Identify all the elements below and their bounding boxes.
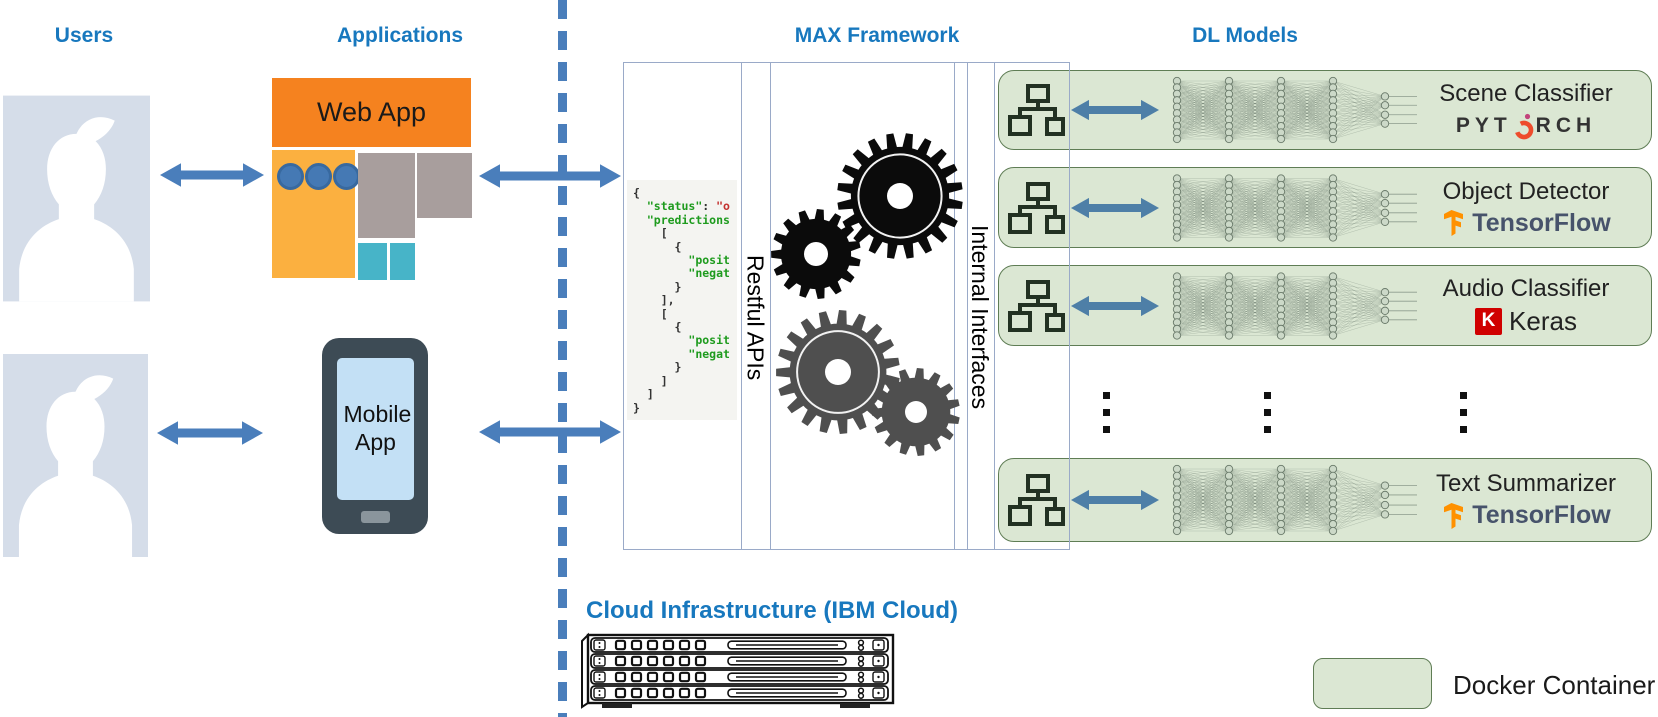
tensorflow-icon <box>1441 209 1465 237</box>
framework-divider <box>994 63 995 549</box>
tensorflow-logo: TensorFlow <box>1441 208 1611 238</box>
code-line: [ <box>633 226 668 241</box>
keras-text: Keras <box>1509 305 1577 336</box>
separator-dashed-line <box>558 0 567 717</box>
max-framework-box <box>623 62 1070 550</box>
gears-icon <box>771 133 963 456</box>
framework-divider <box>967 63 968 549</box>
neural-network-icon <box>1161 464 1421 536</box>
pytorch-text-right: RCH <box>1535 113 1597 137</box>
column-header-dl-models: DL Models <box>1192 24 1298 47</box>
double-arrow-icon <box>479 164 621 188</box>
keras-icon: K <box>1475 307 1503 335</box>
code-line: "posit <box>688 253 730 268</box>
tensorflow-icon <box>1441 502 1465 530</box>
code-line: } <box>633 400 640 415</box>
web-app-panel <box>417 153 472 218</box>
user-avatar-icon <box>3 95 150 307</box>
tensorflow-logo: TensorFlow <box>1441 501 1611 530</box>
code-line: { <box>633 186 640 200</box>
pytorch-logo: PYT RCH <box>1456 111 1596 141</box>
web-app-header: Web App <box>272 78 471 147</box>
web-app-tile <box>390 243 415 280</box>
double-arrow-icon <box>1071 295 1159 316</box>
docker-legend-swatch <box>1313 658 1432 709</box>
double-arrow-icon <box>1071 99 1159 121</box>
docker-legend-label: Docker Container <box>1453 670 1656 700</box>
vertical-ellipsis <box>1460 392 1467 433</box>
neural-network-icon <box>1161 76 1421 144</box>
sitemap-network-icon <box>1007 279 1067 332</box>
code-line: ] <box>633 387 654 402</box>
web-app-dot <box>305 163 332 190</box>
code-line: } <box>633 360 682 375</box>
mobile-app-label: Mobile App <box>343 401 412 455</box>
code-line: } <box>633 279 682 294</box>
vertical-ellipsis <box>1264 392 1271 433</box>
pytorch-text-left: PYT <box>1455 113 1512 137</box>
restful-apis-label: Restful APIs <box>742 254 769 381</box>
web-app-dot <box>277 163 304 190</box>
web-app-tile <box>358 243 387 280</box>
column-header-max-framework: MAX Framework <box>794 24 960 47</box>
code-line: ] <box>633 373 668 388</box>
pytorch-flame-icon <box>1514 111 1534 141</box>
column-header-applications: Applications <box>336 24 464 47</box>
tensorflow-text: TensorFlow <box>1472 501 1611 529</box>
double-arrow-icon <box>479 420 621 444</box>
code-line: "posit <box>688 333 730 348</box>
framework-divider <box>770 63 771 549</box>
sitemap-network-icon <box>1007 474 1067 526</box>
framework-divider <box>741 63 742 549</box>
user-avatar-icon <box>3 350 148 566</box>
column-header-users: Users <box>54 24 114 47</box>
model-name: Scene Classifier <box>1439 79 1613 107</box>
web-app-panel <box>358 153 415 238</box>
model-name: Object Detector <box>1442 177 1610 205</box>
internal-interfaces-label: Internal Interfaces <box>967 225 993 410</box>
code-line: ], <box>633 293 675 308</box>
neural-network-icon <box>1161 173 1421 242</box>
model-name: Audio Classifier <box>1442 274 1610 302</box>
framework-divider <box>954 63 955 549</box>
model-name: Text Summarizer <box>1435 470 1617 497</box>
phone-screen: Mobile App <box>337 358 414 500</box>
code-line: "predictions <box>646 212 730 227</box>
tensorflow-text: TensorFlow <box>1472 208 1611 237</box>
code-line: "negat <box>688 266 730 281</box>
vertical-ellipsis <box>1103 392 1110 433</box>
server-rack-icon <box>581 632 895 709</box>
double-arrow-icon <box>157 421 263 445</box>
cloud-infrastructure-title: Cloud Infrastructure (IBM Cloud) <box>586 597 958 624</box>
code-line: { <box>633 320 682 335</box>
code-line: "status": "o <box>646 199 730 214</box>
neural-network-icon <box>1161 271 1421 340</box>
double-arrow-icon <box>160 163 264 187</box>
web-app-dot <box>333 163 360 190</box>
code-line: "negat <box>688 346 730 361</box>
web-app-label: Web App <box>316 97 427 127</box>
sitemap-network-icon <box>1007 84 1067 136</box>
code-line: { <box>633 239 682 254</box>
double-arrow-icon <box>1071 489 1159 511</box>
sitemap-network-icon <box>1007 181 1067 234</box>
json-response-panel: { "status": "o "predictions [ { "posit "… <box>627 180 737 420</box>
code-line: [ <box>633 306 668 321</box>
double-arrow-icon <box>1071 197 1159 218</box>
phone-home-button <box>361 511 390 523</box>
